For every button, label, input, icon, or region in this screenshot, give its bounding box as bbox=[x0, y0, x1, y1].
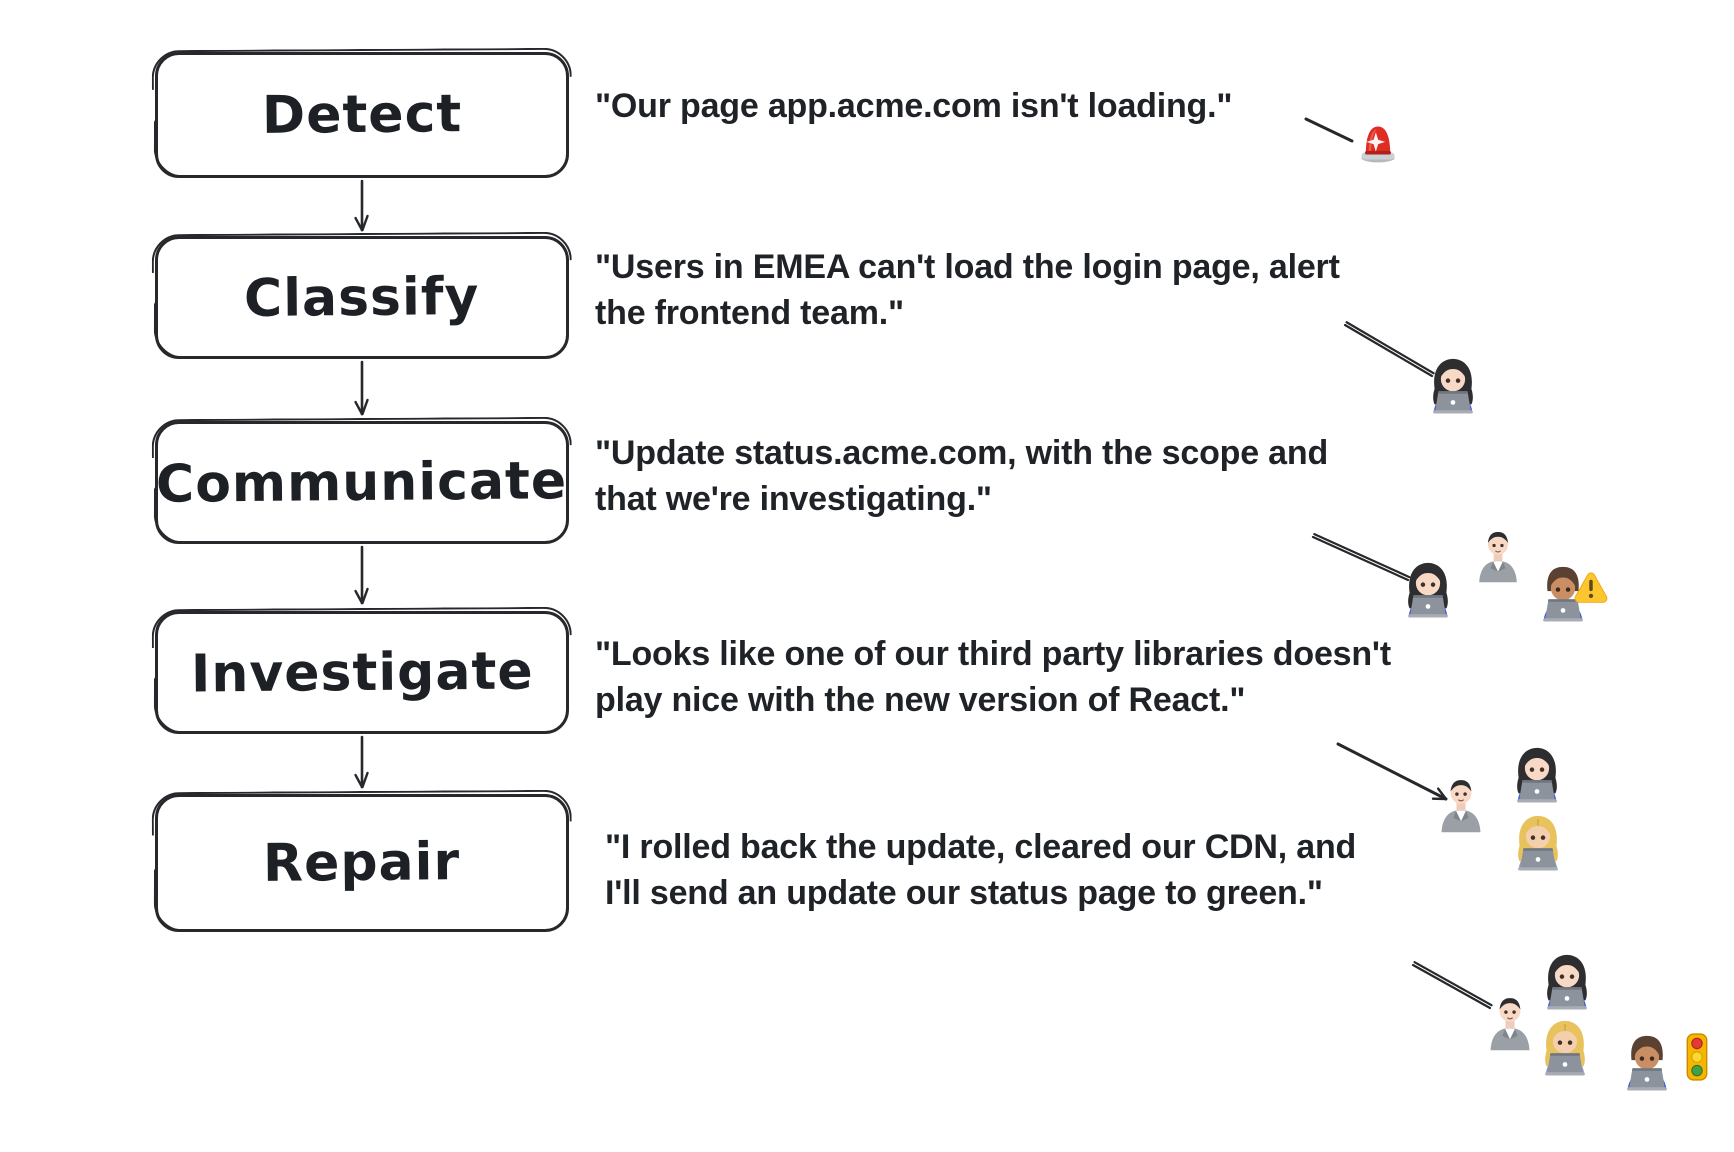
callout-line-1 bbox=[1343, 323, 1434, 378]
tech-woman-dark-icon bbox=[1547, 954, 1587, 1010]
quote-classify-line1: "Users in EMEA can't load the login page… bbox=[595, 248, 1340, 286]
quote-investigate: "Looks like one of our third party libra… bbox=[595, 631, 1391, 723]
stage-label-detect: Detect bbox=[261, 84, 463, 146]
tech-woman-blonde-icon bbox=[1545, 1020, 1585, 1076]
quote-repair: "I rolled back the update, cleared our C… bbox=[605, 824, 1356, 916]
tech-person-medium-icon bbox=[1627, 1035, 1667, 1091]
quote-communicate: "Update status.acme.com, with the scope … bbox=[595, 430, 1328, 522]
flow-arrow-2-head-left bbox=[354, 589, 364, 605]
quote-detect: "Our page app.acme.com isn't loading." bbox=[595, 83, 1232, 129]
stage-label-repair: Repair bbox=[263, 832, 461, 894]
callout-line-3 bbox=[1336, 742, 1448, 801]
stage-box-classify: Classify bbox=[155, 236, 569, 359]
stage-label-classify: Classify bbox=[244, 266, 480, 329]
quote-investigate-line2: play nice with the new version of React.… bbox=[595, 681, 1246, 719]
callout-line-2 bbox=[1311, 535, 1410, 582]
suit-man-icon bbox=[1440, 779, 1482, 833]
quote-classify-line2: the frontend team." bbox=[595, 294, 904, 332]
stage-label-communicate: Communicate bbox=[156, 450, 568, 515]
traffic-light-icon bbox=[1686, 1033, 1708, 1081]
flow-arrow-0-head-left bbox=[354, 216, 364, 232]
callout-line-3-head-1 bbox=[1436, 787, 1448, 801]
tech-person-medium-icon bbox=[1543, 566, 1583, 622]
callout-line-0 bbox=[1304, 117, 1354, 143]
flow-arrow-3-head-right bbox=[361, 771, 369, 789]
stage-box-detect: Detect bbox=[155, 52, 569, 178]
suit-man-icon bbox=[1478, 531, 1518, 583]
flow-arrow-0-head-right bbox=[361, 214, 369, 232]
siren-icon bbox=[1361, 126, 1395, 163]
stage-box-investigate: Investigate bbox=[155, 611, 569, 734]
tech-woman-blonde-icon bbox=[1518, 815, 1558, 871]
flow-arrow-1-head-left bbox=[354, 400, 364, 416]
quote-communicate-line2: that we're investigating." bbox=[595, 480, 992, 518]
quote-detect-line1: "Our page app.acme.com isn't loading." bbox=[595, 87, 1233, 125]
tech-woman-dark-icon bbox=[1408, 562, 1448, 618]
flow-arrow-3-head-left bbox=[354, 773, 364, 789]
stage-box-communicate: Communicate bbox=[155, 421, 569, 544]
flow-arrow-2-head-right bbox=[361, 587, 369, 605]
tech-woman-dark-icon bbox=[1433, 358, 1473, 414]
callout-line-4-2 bbox=[1413, 961, 1493, 1007]
stage-label-investigate: Investigate bbox=[190, 641, 534, 704]
suit-man-icon bbox=[1489, 997, 1531, 1051]
stage-box-repair: Repair bbox=[155, 794, 569, 932]
quote-communicate-line1: "Update status.acme.com, with the scope … bbox=[595, 434, 1329, 472]
flow-arrow-1-head-right bbox=[361, 398, 369, 416]
callout-line-1-2 bbox=[1345, 321, 1435, 375]
quote-classify: "Users in EMEA can't load the login page… bbox=[595, 244, 1340, 336]
tech-woman-dark-icon bbox=[1517, 747, 1557, 803]
callout-line-4 bbox=[1411, 963, 1492, 1010]
quote-repair-line1: "I rolled back the update, cleared our C… bbox=[605, 828, 1357, 866]
quote-investigate-line1: "Looks like one of our third party libra… bbox=[595, 635, 1391, 673]
quote-repair-line2: I'll send an update our status page to g… bbox=[605, 874, 1323, 912]
warning-icon bbox=[1574, 572, 1608, 603]
callout-line-2-2 bbox=[1313, 532, 1411, 579]
